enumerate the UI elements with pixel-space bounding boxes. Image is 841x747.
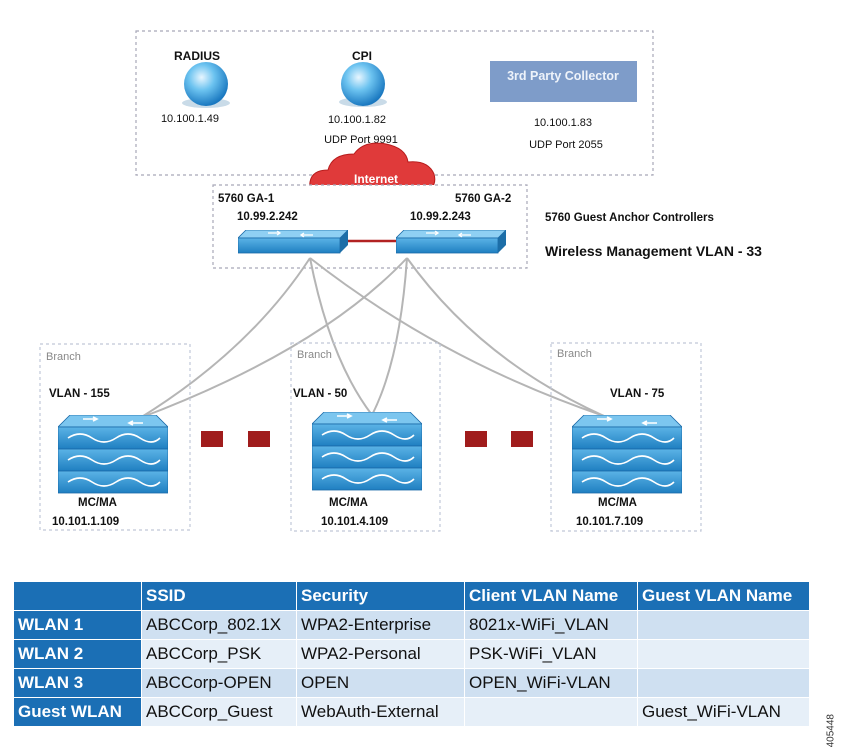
- cpi-ip: 10.100.1.82: [328, 114, 386, 126]
- ga2-ip: 10.99.2.243: [410, 211, 471, 223]
- table-cell: Guest_WiFi-VLAN: [637, 697, 810, 727]
- branch-label: Branch: [297, 349, 332, 361]
- radius-title: RADIUS: [174, 49, 220, 63]
- collector-port: UDP Port 2055: [529, 139, 603, 151]
- table-cell: WLAN 2: [13, 639, 142, 669]
- branch-switch-icon: [312, 412, 422, 491]
- internet-label: Internet: [354, 172, 398, 186]
- table-cell: WLAN 1: [13, 610, 142, 640]
- network-diagram: RADIUS 10.100.1.49 CPI 10.100.1.82 UDP P…: [39, 30, 762, 532]
- wireless-vlan-caption: Wireless Management VLAN - 33: [545, 243, 762, 259]
- uplink-lines: [139, 257, 605, 419]
- table-row: WLAN 3 ABCCorp-OPEN OPEN OPEN_WiFi-VLAN: [13, 668, 810, 698]
- collector-ip: 10.100.1.83: [534, 117, 592, 129]
- ga1-name: 5760 GA-1: [218, 193, 275, 205]
- figure-id: 405448: [825, 714, 836, 747]
- branch-vlan: VLAN - 50: [293, 388, 347, 400]
- branch-role: MC/MA: [78, 497, 117, 509]
- ga2-switch-icon: [396, 230, 506, 254]
- cpi-title: CPI: [352, 49, 372, 63]
- table-row: WLAN 1 ABCCorp_802.1X WPA2-Enterprise 80…: [13, 610, 810, 640]
- branch-2: Branch VLAN - 50 MC/MA 10.101.4.109: [290, 342, 441, 532]
- branch-role: MC/MA: [598, 497, 637, 509]
- branch-role: MC/MA: [329, 497, 368, 509]
- cpi-server-icon: [339, 62, 387, 107]
- more-branches-indicator: [201, 431, 533, 447]
- table-cell: 8021x-WiFi_VLAN: [464, 610, 638, 640]
- table-cell: [637, 639, 810, 669]
- table-row: WLAN 2 ABCCorp_PSK WPA2-Personal PSK-WiF…: [13, 639, 810, 669]
- table-header-cell: [13, 581, 142, 611]
- anchor-caption: 5760 Guest Anchor Controllers: [545, 212, 714, 224]
- table-cell: [637, 668, 810, 698]
- table-cell: WLAN 3: [13, 668, 142, 698]
- collector-box: [490, 61, 637, 102]
- collector-title: 3rd Party Collector: [507, 69, 619, 83]
- branch-ip: 10.101.7.109: [576, 516, 643, 528]
- branch-label: Branch: [46, 351, 81, 363]
- table-cell: WPA2-Enterprise: [296, 610, 465, 640]
- branch-switch-icon: [572, 415, 682, 494]
- branch-1: Branch VLAN - 155 MC/MA 10.101.1.109: [39, 343, 191, 531]
- branch-switch-icon: [58, 415, 168, 494]
- table-header-cell: Guest VLAN Name: [637, 581, 810, 611]
- ga1-switch-icon: [238, 230, 348, 254]
- radius-ip: 10.100.1.49: [161, 113, 219, 125]
- branch-ip: 10.101.1.109: [52, 516, 119, 528]
- radius-server-icon: [182, 62, 230, 108]
- branch-vlan: VLAN - 75: [610, 388, 665, 400]
- table-header-cell: Security: [296, 581, 465, 611]
- branch-ip: 10.101.4.109: [321, 516, 388, 528]
- branch-3: Branch VLAN - 75 MC/MA 10.101.7.109: [550, 342, 702, 532]
- ga1-ip: 10.99.2.242: [237, 211, 298, 223]
- table-cell: ABCCorp-OPEN: [141, 668, 297, 698]
- table-header-cell: Client VLAN Name: [464, 581, 638, 611]
- table-cell: [464, 697, 638, 727]
- ga2-name: 5760 GA-2: [455, 193, 511, 205]
- table-cell: WebAuth-External: [296, 697, 465, 727]
- branch-label: Branch: [557, 348, 592, 360]
- table-cell: [637, 610, 810, 640]
- table-cell: Guest WLAN: [13, 697, 142, 727]
- branch-vlan: VLAN - 155: [49, 388, 110, 400]
- table-cell: WPA2-Personal: [296, 639, 465, 669]
- table-cell: PSK-WiFi_VLAN: [464, 639, 638, 669]
- anchor-frame: [212, 184, 528, 269]
- table-cell: OPEN: [296, 668, 465, 698]
- wlan-table: SSID Security Client VLAN Name Guest VLA…: [13, 581, 810, 727]
- table-cell: OPEN_WiFi-VLAN: [464, 668, 638, 698]
- table-header-row: SSID Security Client VLAN Name Guest VLA…: [13, 581, 810, 611]
- table-header-cell: SSID: [141, 581, 297, 611]
- table-row: Guest WLAN ABCCorp_Guest WebAuth-Externa…: [13, 697, 810, 727]
- table-cell: ABCCorp_Guest: [141, 697, 297, 727]
- table-cell: ABCCorp_PSK: [141, 639, 297, 669]
- table-cell: ABCCorp_802.1X: [141, 610, 297, 640]
